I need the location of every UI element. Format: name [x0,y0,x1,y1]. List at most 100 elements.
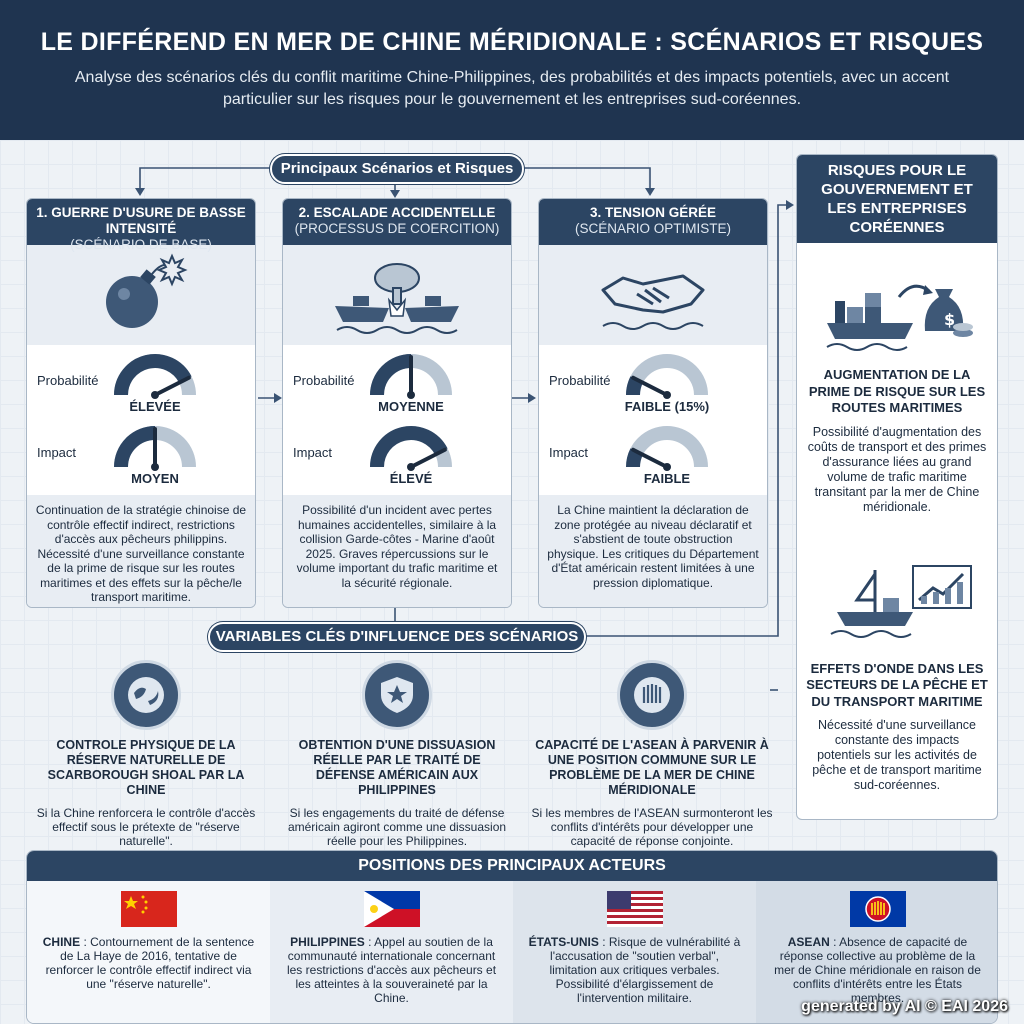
korea-risk-title: AUGMENTATION DE LA PRIME DE RISQUE SUR L… [808,367,986,415]
svg-text:$: $ [944,310,955,329]
impact-value: FAIBLE [643,471,691,486]
scenario-description: La Chine maintient la déclaration de zon… [539,495,767,607]
gauge-hub [151,391,159,399]
gauge-dial [370,354,452,399]
actors-panel: POSITIONS DES PRINCIPAUX ACTEURS CHINE :… [26,850,998,1024]
scenarios-label: Principaux Scénarios et Risques [270,154,524,184]
variable-us-treaty: OBTENTION D'UNE DISSUASION RÉELLE PAR LE… [284,660,510,848]
variable-title: OBTENTION D'UNE DISSUASION RÉELLE PAR LE… [298,738,496,797]
header: LE DIFFÉREND EN MER DE CHINE MÉRIDIONALE… [0,0,1024,140]
probability-gauge: Probabilité FAIBLE (15%) [539,347,767,419]
gauge-needle [153,375,191,397]
actor-text: ÉTATS-UNIS : Risque de vulnérabilité à l… [513,935,756,1005]
impact-label: Impact [37,445,77,460]
probability-value: FAIBLE (15%) [624,399,710,414]
gauge-hub [407,463,415,471]
scenario-subtitle: (SCÉNARIO OPTIMISTE) [574,221,731,236]
korea-risk-text: Nécessité d'une surveillance constante d… [812,718,982,792]
actor-name: ÉTATS-UNIS [528,935,599,949]
variables-label: VARIABLES CLÉS D'INFLUENCE DES SCÉNARIOS [208,622,586,652]
korea-panel-title: RISQUES POUR LE GOUVERNEMENT ET LES ENTR… [797,155,997,243]
page-title: LE DIFFÉREND EN MER DE CHINE MÉRIDIONALE… [40,28,984,56]
variable-asean: CAPACITÉ DE L'ASEAN À PARVENIR À UNE POS… [530,660,774,848]
actor-text: PHILIPPINES : Appel au soutien de la com… [270,935,513,1005]
gauge-needle [631,447,669,469]
gauge-needle [409,447,447,469]
actor-position: : Absence de capacité de réponse collect… [774,935,981,1005]
impact-label: Impact [293,445,333,460]
probability-value: ÉLEVÉE [129,399,181,414]
gauge-hub [663,391,671,399]
scenario-header: 2. ESCALADE ACCIDENTELLE(PROCESSUS DE CO… [283,199,511,245]
variable-scarborough: CONTROLE PHYSIQUE DE LA RÉSERVE NATURELL… [36,660,256,848]
scenario-title: 1. GUERRE D'USURE DE BASSE INTENSITÉ [36,205,246,236]
actor-text: ASEAN : Absence de capacité de réponse c… [756,935,997,1005]
actor-name: PHILIPPINES [290,935,365,949]
impact-value: ÉLEVÉ [389,471,433,486]
scenario-header: 3. TENSION GÉRÉE(SCÉNARIO OPTIMISTE) [539,199,767,245]
variable-title: CONTROLE PHYSIQUE DE LA RÉSERVE NATURELL… [47,738,245,797]
shield-star-icon [362,660,432,730]
probability-label: Probabilité [37,373,99,388]
korea-risk-text: Possibilité d'augmentation des coûts de … [807,424,987,514]
korea-risks-panel: RISQUES POUR LE GOUVERNEMENT ET LES ENTR… [796,154,998,820]
gauge-hub [151,463,159,471]
probability-value: MOYENNE [378,399,444,414]
bomb-icon [27,245,255,345]
gauge-dial [114,354,196,399]
variable-text: Si les membres de l'ASEAN surmonteront l… [531,806,773,848]
probability-gauge: Probabilité ÉLEVÉE [27,347,255,419]
cargo-ship-money-icon: $ [797,257,997,367]
gauge-dial [370,426,452,471]
scenario-gauges: Probabilité FAIBLE (15%) Impact FAIBLE [539,345,767,495]
scenario-card-3: 3. TENSION GÉRÉE(SCÉNARIO OPTIMISTE) Pro… [538,198,768,608]
gauge-dial [626,426,708,471]
variable-title: CAPACITÉ DE L'ASEAN À PARVENIR À UNE POS… [535,738,769,797]
actor-position: : Appel au soutien de la communauté inte… [286,935,497,1005]
probability-label: Probabilité [293,373,355,388]
impact-gauge: Impact ÉLEVÉ [283,419,511,491]
actor-philippines: PHILIPPINES : Appel au soutien de la com… [270,881,513,1023]
gauge-hub [663,463,671,471]
philippines-flag-icon [363,891,420,927]
gauge-dial [114,426,196,471]
impact-gauge: Impact MOYEN [27,419,255,491]
actor-usa: ÉTATS-UNIS : Risque de vulnérabilité à l… [513,881,756,1023]
scenario-header: 1. GUERRE D'USURE DE BASSE INTENSITÉ(SCÉ… [27,199,255,252]
globe-icon [111,660,181,730]
ship-collision-icon [283,245,511,345]
impact-value: MOYEN [131,471,179,486]
probability-label: Probabilité [549,373,611,388]
korea-risk-title: EFFETS D'ONDE DANS LES SECTEURS DE LA PÊ… [806,660,988,709]
handshake-icon [539,245,767,345]
scenario-gauges: Probabilité MOYENNE Impact ÉLEVÉ [283,345,511,495]
scenario-title: 3. TENSION GÉRÉE [589,205,717,220]
china-flag-icon [120,891,177,927]
gauge-hub [407,391,415,399]
gauge-dial [626,354,708,399]
variable-text: Si les engagements du traité de défense … [287,806,507,848]
scenario-title: 2. ESCALADE ACCIDENTELLE [298,205,496,220]
actor-asean: ASEAN : Absence de capacité de réponse c… [756,881,997,1023]
actor-china: CHINE : Contournement de la sentence de … [27,881,270,1023]
page-subtitle: Analyse des scénarios clés du conflit ma… [74,69,950,108]
variable-text: Si la Chine renforcera le contrôle d'acc… [36,806,256,848]
actor-text: CHINE : Contournement de la sentence de … [27,935,270,991]
probability-gauge: Probabilité MOYENNE [283,347,511,419]
actor-name: CHINE [42,935,81,949]
impact-gauge: Impact FAIBLE [539,419,767,491]
watermark: generated by AI © EAI 2026 [801,998,1008,1015]
asean-flag-icon [849,891,906,927]
scenario-card-1: 1. GUERRE D'USURE DE BASSE INTENSITÉ(SCÉ… [26,198,256,608]
usa-flag-icon [606,891,663,927]
scenario-card-2: 2. ESCALADE ACCIDENTELLE(PROCESSUS DE CO… [282,198,512,608]
asean-icon [617,660,687,730]
actor-name: ASEAN [787,935,830,949]
scenario-subtitle: (SCÉNARIO DE BASE) [70,237,212,252]
fishing-boat-chart-icon [797,551,997,647]
scenario-description: Continuation de la stratégie chinoise de… [27,495,255,607]
scenario-description: Possibilité d'un incident avec pertes hu… [283,495,511,607]
actors-panel-title: POSITIONS DES PRINCIPAUX ACTEURS [27,851,997,881]
actor-position: : Contournement de la sentence de La Hay… [45,935,255,991]
actor-position: : Risque de vulnérabilité à l'accusation… [549,935,741,1005]
